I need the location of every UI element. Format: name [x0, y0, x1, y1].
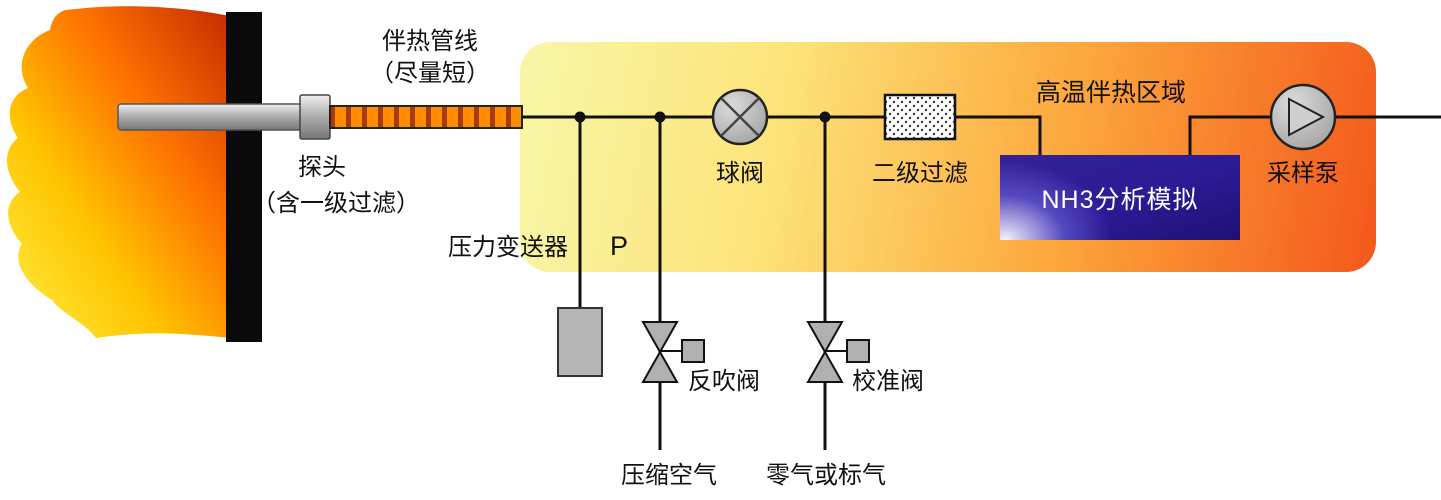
furnace-wall-icon [226, 12, 262, 342]
secondary-filter-icon [883, 93, 957, 141]
sampling-pump-label: 采样泵 [1267, 160, 1339, 187]
calibration-valve-icon [806, 321, 870, 383]
furnace-flame-icon [6, 6, 230, 338]
blowback-valve-icon [641, 321, 705, 383]
analyzer-label: NH3分析模拟 [1041, 185, 1199, 214]
pressure-symbol-label: P [610, 231, 629, 261]
pressure-transmitter-label: 压力变送器 [448, 234, 568, 261]
sample-probe-icon [117, 103, 311, 131]
junction-dots [574, 111, 831, 123]
probe-label: 探头 [298, 154, 346, 181]
heated-zone-label: 高温伴热区域 [1036, 79, 1187, 107]
ball-valve-label: 球阀 [716, 160, 764, 187]
heated-line-note: （尽量短） [370, 60, 490, 87]
ball-valve-icon [711, 88, 769, 146]
probe-coupling-icon [299, 94, 331, 140]
compressed-air-label: 压缩空气 [621, 462, 717, 489]
blowback-valve-label: 反吹阀 [688, 368, 760, 395]
sampling-pump-icon [1269, 83, 1337, 151]
zero-span-gas-label: 零气或标气 [766, 462, 886, 489]
analyzer-module: NH3分析模拟 [1000, 155, 1240, 240]
heated-line-label: 伴热管线 [382, 28, 478, 55]
pressure-transmitter-icon [557, 307, 603, 377]
probe-note: （含一级过滤） [252, 190, 420, 217]
heated-line-label-block: 伴热管线 （尽量短） [352, 26, 508, 90]
secondary-filter-label: 二级过滤 [872, 160, 968, 187]
calibration-valve-label: 校准阀 [852, 368, 924, 395]
heat-traced-pipe-icon [329, 105, 523, 129]
